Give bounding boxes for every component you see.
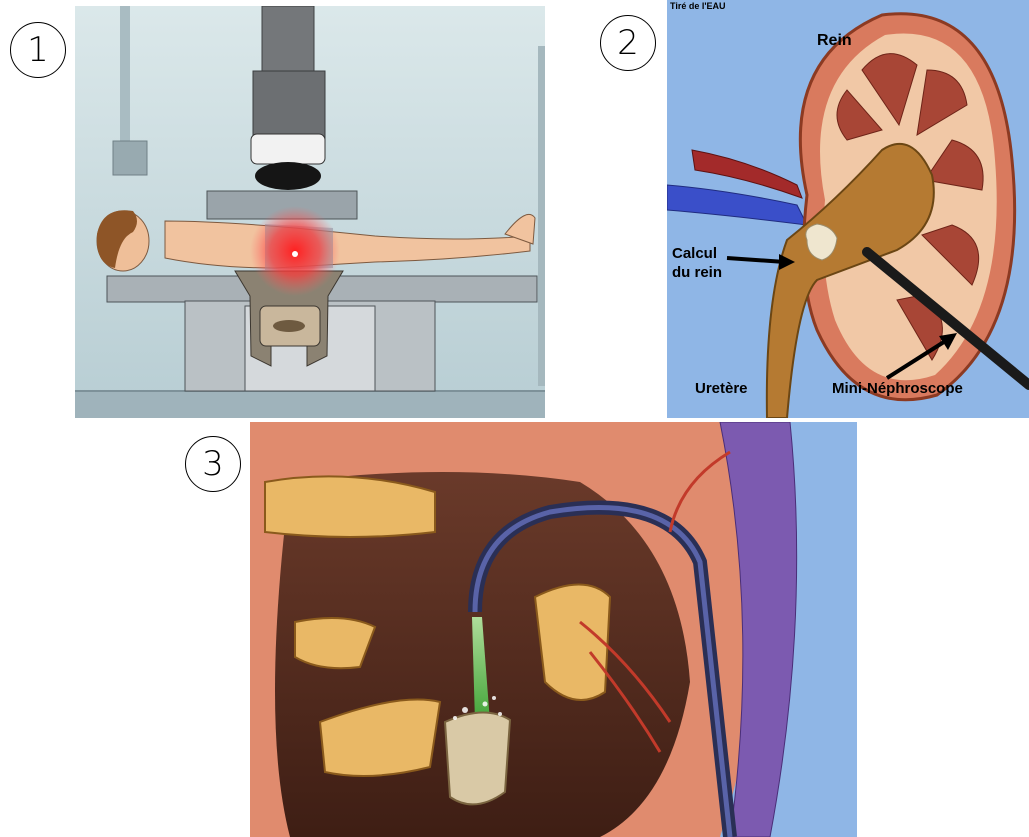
kidney-illustration [667,0,1029,418]
stone-label-line2: du rein [672,264,722,281]
panel-number-3: 3 [185,436,241,492]
panel-3-laser-lithotripsy [250,422,857,837]
panel-2-kidney-nephroscope: Tiré de l'EAU Rein Calcul du rein Uretèr… [667,0,1029,418]
panel-number-2: 2 [600,15,656,71]
panel-number-1: 1 [10,22,66,78]
lithotripsy-illustration [75,6,545,418]
kidney-label: Rein [817,32,852,50]
scope-label: Mini-Néphroscope [832,380,963,397]
ureter-label: Uretère [695,380,748,397]
laser-lithotripsy-illustration [250,422,857,837]
panel-1-lithotripsy [75,6,545,418]
stone-label-line1: Calcul [672,245,717,262]
credit-label: Tiré de l'EAU [670,1,726,11]
